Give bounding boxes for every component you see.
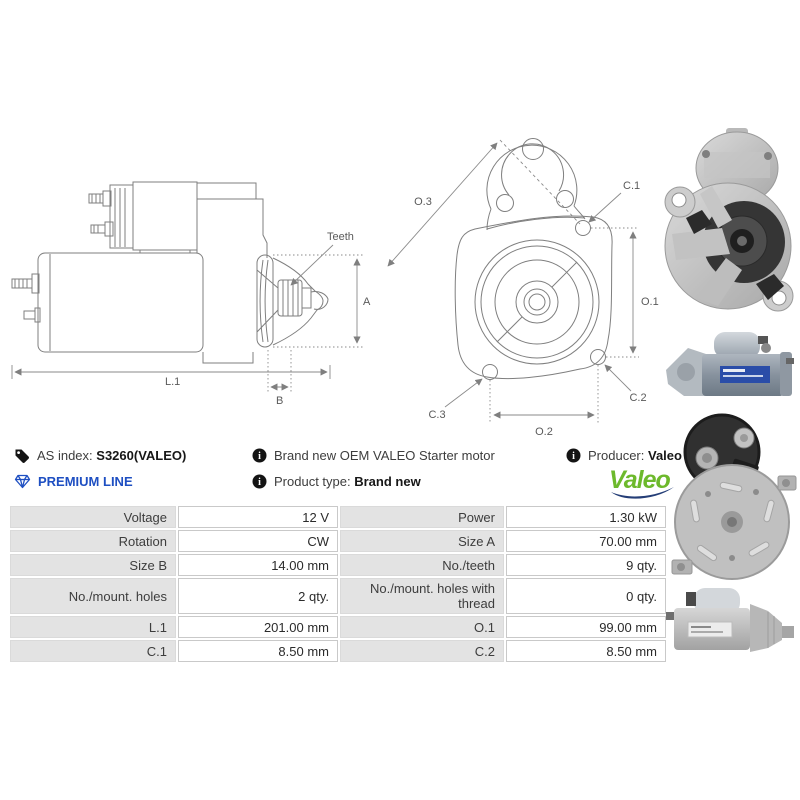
info-icon: i [252,448,267,463]
description-text: Brand new OEM VALEO Starter motor [274,448,495,463]
spec-value-cell: 0 qty. [506,578,666,614]
photo-side-view-gray[interactable] [660,582,800,668]
hole-c3 [483,365,498,380]
front-view-drawing: O.3 C.1 O.1 C.3 C.2 O.2 [387,105,659,438]
dim-o2-label: O.2 [535,426,553,438]
spec-label-cell: Size A [340,530,504,552]
hole-c2 [591,350,606,365]
description-item: i Brand new OEM VALEO Starter motor [252,447,495,464]
photo-side-view-blue-label[interactable] [662,328,798,412]
producer-item: i Producer: Valeo [566,447,682,464]
spec-value-cell: 70.00 mm [506,530,666,552]
valeo-logo: Valeo [609,466,674,499]
spec-value-cell: 2 qty. [178,578,338,614]
spec-row: L.1 201.00 mm O.1 99.00 mm [10,616,666,638]
side-view-drawing: Teeth A L.1 B [5,148,371,407]
product-type-label: Product type: [274,474,351,489]
producer-value: Valeo [648,448,682,463]
motor-body-outline [38,253,203,352]
product-type-value: Brand new [354,474,421,489]
solenoid-outline [133,182,197,250]
tag-icon [15,449,29,463]
producer-label: Producer: [588,448,645,463]
spec-table: Voltage 12 V Power 1.30 kW Rotation CW S… [8,504,668,664]
svg-text:i: i [572,451,575,462]
as-index-item: AS index: S3260(VALEO) [14,447,186,464]
dim-c3-label: C.3 [428,409,445,421]
product-type-item: i Product type: Brand new [252,473,421,490]
spec-row: Voltage 12 V Power 1.30 kW [10,506,666,528]
svg-text:i: i [258,477,261,488]
photo-front-view[interactable] [660,122,800,324]
spec-label-cell: O.1 [340,616,504,638]
dim-c2-label: C.2 [629,392,646,404]
spec-value-cell: 201.00 mm [178,616,338,638]
premium-line-label: PREMIUM LINE [38,474,133,489]
spec-value-cell: 8.50 mm [178,640,338,662]
spec-row: No./mount. holes 2 qty. No./mount. holes… [10,578,666,614]
spec-row: Rotation CW Size A 70.00 mm [10,530,666,552]
svg-text:i: i [258,451,261,462]
spec-value-cell: 14.00 mm [178,554,338,576]
valeo-logo-text: Valeo [609,466,671,494]
teeth-dim-label: Teeth [327,231,354,243]
dim-b-label: B [276,395,283,407]
info-icon: i [252,474,267,489]
dim-o1-label: O.1 [641,296,659,308]
as-index-value: S3260(VALEO) [96,448,187,463]
spec-value-cell: CW [178,530,338,552]
dim-o3-label: O.3 [414,196,432,208]
spec-label-cell: Rotation [10,530,176,552]
as-index-label: AS index: [37,448,93,463]
photo-label-blue [720,366,770,383]
spec-value-cell: 8.50 mm [506,640,666,662]
flange-outline [455,216,612,379]
spec-label-cell: L.1 [10,616,176,638]
spec-value-cell: 99.00 mm [506,616,666,638]
spec-label-cell: Size B [10,554,176,576]
spec-value-cell: 12 V [178,506,338,528]
spec-value-cell: 9 qty. [506,554,666,576]
hole-c1 [576,221,591,236]
premium-line-badge: PREMIUM LINE [14,473,133,490]
info-icon: i [566,448,581,463]
valeo-logo-swoosh [611,487,674,499]
spec-label-cell: C.1 [10,640,176,662]
spec-value-cell: 1.30 kW [506,506,666,528]
spec-label-cell: No./mount. holes with thread [340,578,504,614]
spec-label-cell: No./mount. holes [10,578,176,614]
diamond-icon [14,474,31,489]
spec-label-cell: No./teeth [340,554,504,576]
spec-row: Size B 14.00 mm No./teeth 9 qty. [10,554,666,576]
spec-label-cell: C.2 [340,640,504,662]
dim-a-label: A [363,296,371,308]
dim-c1-label: C.1 [623,180,640,192]
dim-l1-label: L.1 [165,376,180,388]
photo-rear-view[interactable] [660,412,800,582]
spec-row: C.1 8.50 mm C.2 8.50 mm [10,640,666,662]
spec-label-cell: Power [340,506,504,528]
spec-label-cell: Voltage [10,506,176,528]
